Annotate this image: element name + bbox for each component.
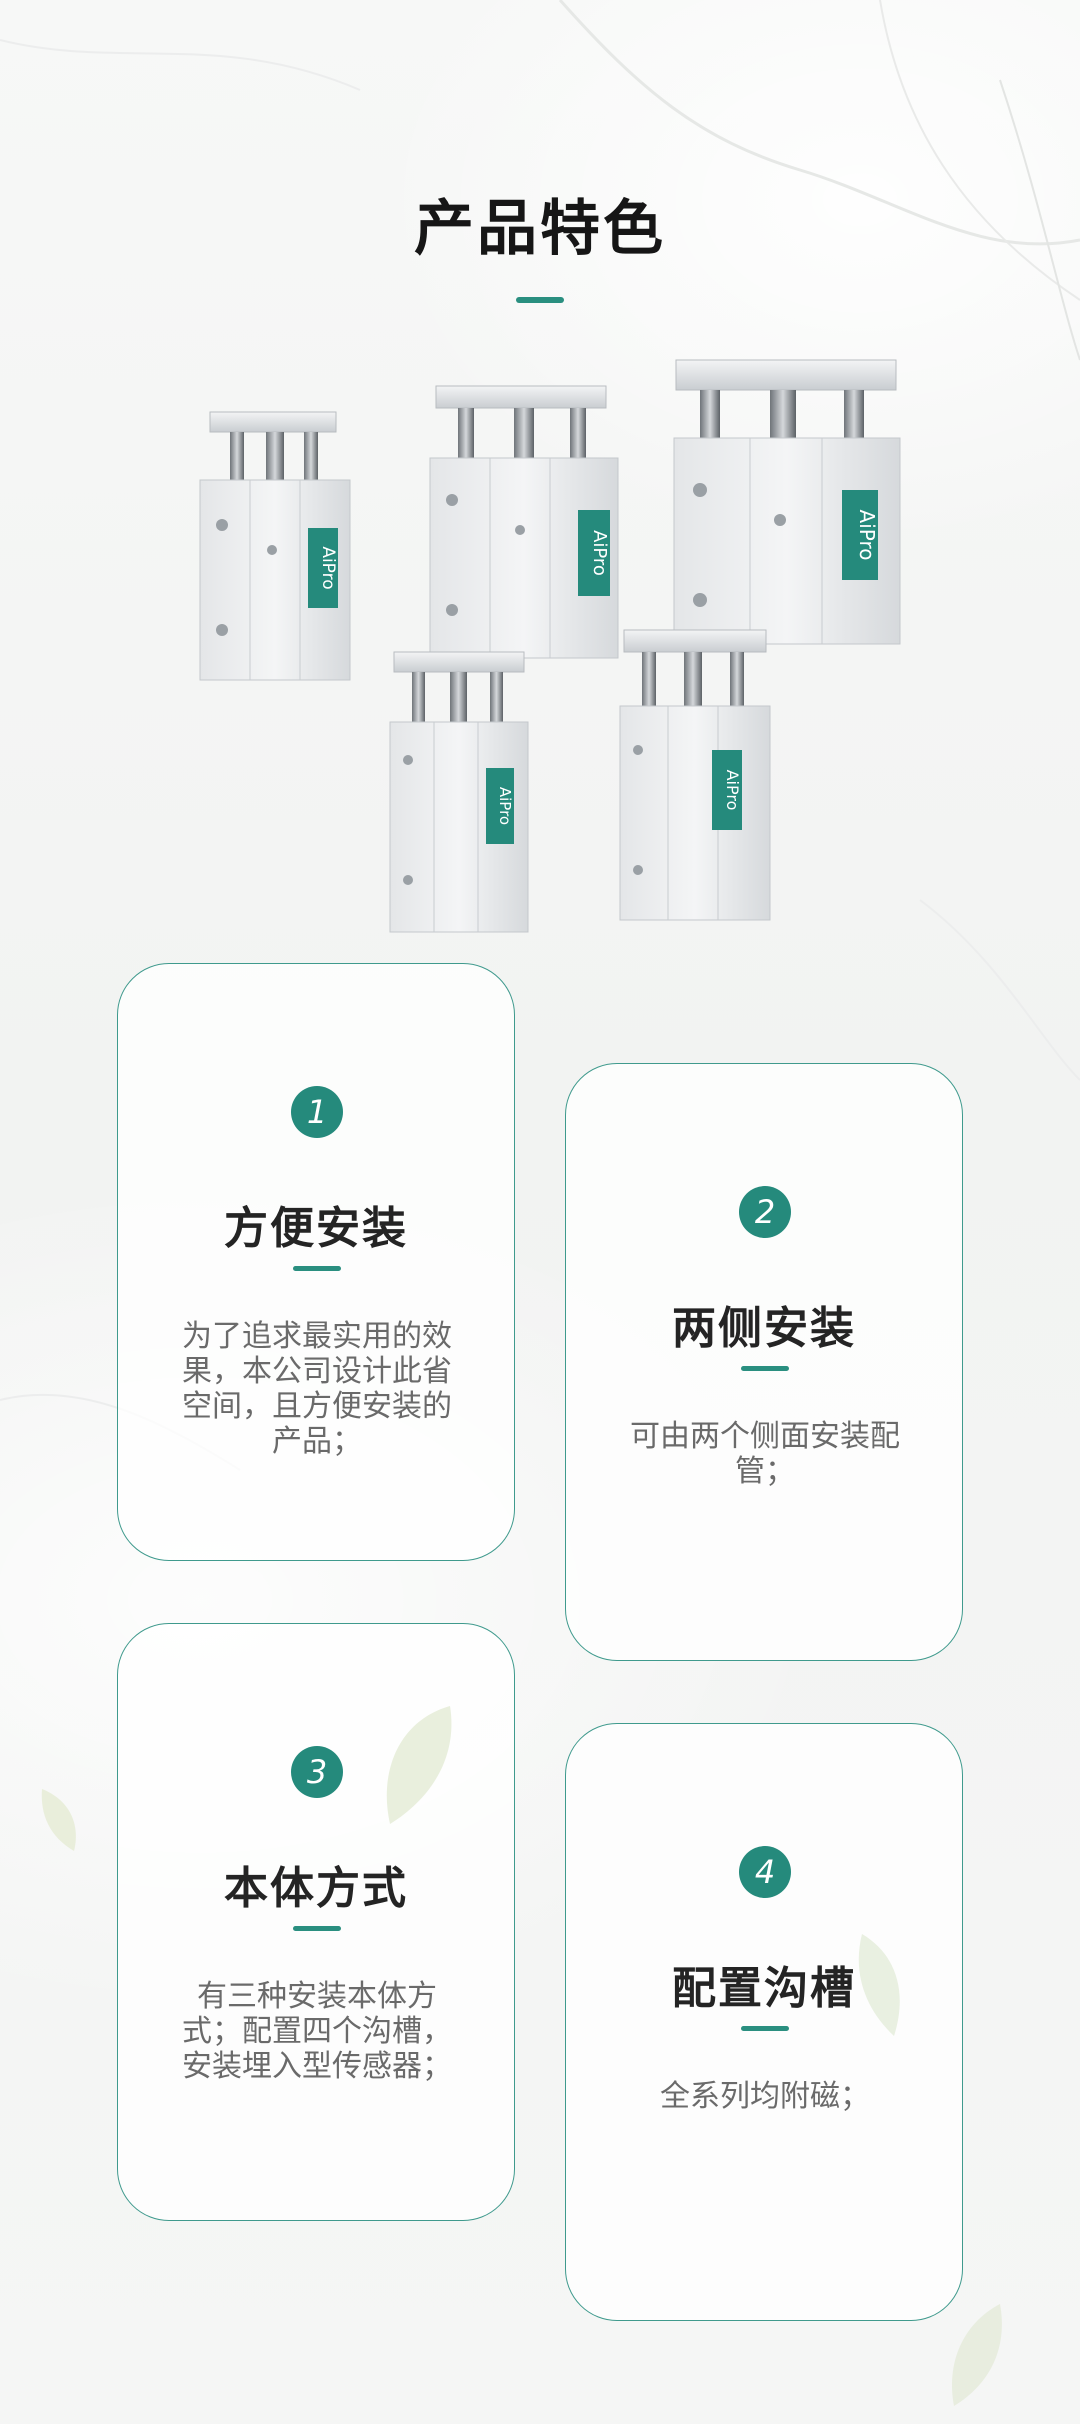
product-cylinder-1: AiPro [199, 411, 351, 681]
leaf-decoration-icon [386, 1706, 452, 1824]
feature-card-2: 2 两侧安装 可由两个侧面安装配 管； [565, 1063, 963, 1661]
feature-description-line: 可由两个侧面安装配 [630, 1419, 900, 1454]
feature-description-line: 式；配置四个沟槽， [182, 2014, 452, 2049]
feature-number-badge: 3 [291, 1746, 343, 1798]
feature-description-line: 空间，且方便安装的 [182, 1389, 452, 1424]
feature-title: 配置沟槽 [672, 1963, 856, 2014]
product-cylinder-3: AiPro [673, 359, 901, 645]
feature-number-badge: 2 [739, 1186, 791, 1238]
feature-description-line: 果，本公司设计此省 [182, 1354, 452, 1389]
leaf-decoration-icon [951, 2304, 1002, 2406]
feature-title: 两侧安装 [672, 1303, 856, 1354]
leaf-decoration-icon [41, 1789, 76, 1851]
product-brand-label-5: AiPro [723, 770, 742, 811]
feature-title-underline [293, 1266, 341, 1271]
feature-title: 本体方式 [224, 1863, 408, 1914]
feature-title-underline [293, 1926, 341, 1931]
feature-description-line: 全系列均附磁； [660, 2079, 870, 2114]
feature-title: 方便安装 [224, 1203, 408, 1254]
feature-title-underline [741, 1366, 789, 1371]
feature-number-badge: 1 [291, 1086, 343, 1138]
feature-description: 全系列均附磁； [608, 2079, 922, 2114]
feature-description: 为了追求最实用的效 果，本公司设计此省 空间，且方便安装的 产品； [160, 1319, 474, 1459]
product-image-group: AiPro AiPro AiPro [199, 359, 901, 933]
feature-description-line: 安装埋入型传感器； [182, 2049, 452, 2084]
feature-card-1: 1 方便安装 为了追求最实用的效 果，本公司设计此省 空间，且方便安装的 产品； [117, 963, 515, 1561]
feature-description-line: 有三种安装本体方 [197, 1979, 437, 2014]
leaf-decoration-icon [858, 1934, 900, 2036]
feature-description: 有三种安装本体方 式；配置四个沟槽， 安装埋入型传感器； [160, 1979, 474, 2084]
product-brand-label-4: AiPro [496, 787, 514, 825]
product-cylinder-4: AiPro [389, 651, 529, 933]
page-title: 产品特色 [414, 194, 666, 264]
product-cylinder-2: AiPro [429, 385, 619, 659]
feature-description-line: 为了追求最实用的效 [182, 1319, 452, 1354]
feature-number-badge: 4 [739, 1846, 791, 1898]
feature-description: 可由两个侧面安装配 管； [608, 1419, 922, 1489]
feature-title-underline [741, 2026, 789, 2031]
product-brand-label-1: AiPro [318, 546, 338, 589]
feature-description-line: 产品； [272, 1424, 362, 1459]
feature-description-line: 管； [735, 1454, 795, 1489]
product-cylinder-5: AiPro [619, 629, 771, 921]
product-brand-label-3: AiPro [855, 510, 879, 561]
title-underline [516, 297, 564, 303]
product-brand-label-2: AiPro [589, 530, 610, 576]
